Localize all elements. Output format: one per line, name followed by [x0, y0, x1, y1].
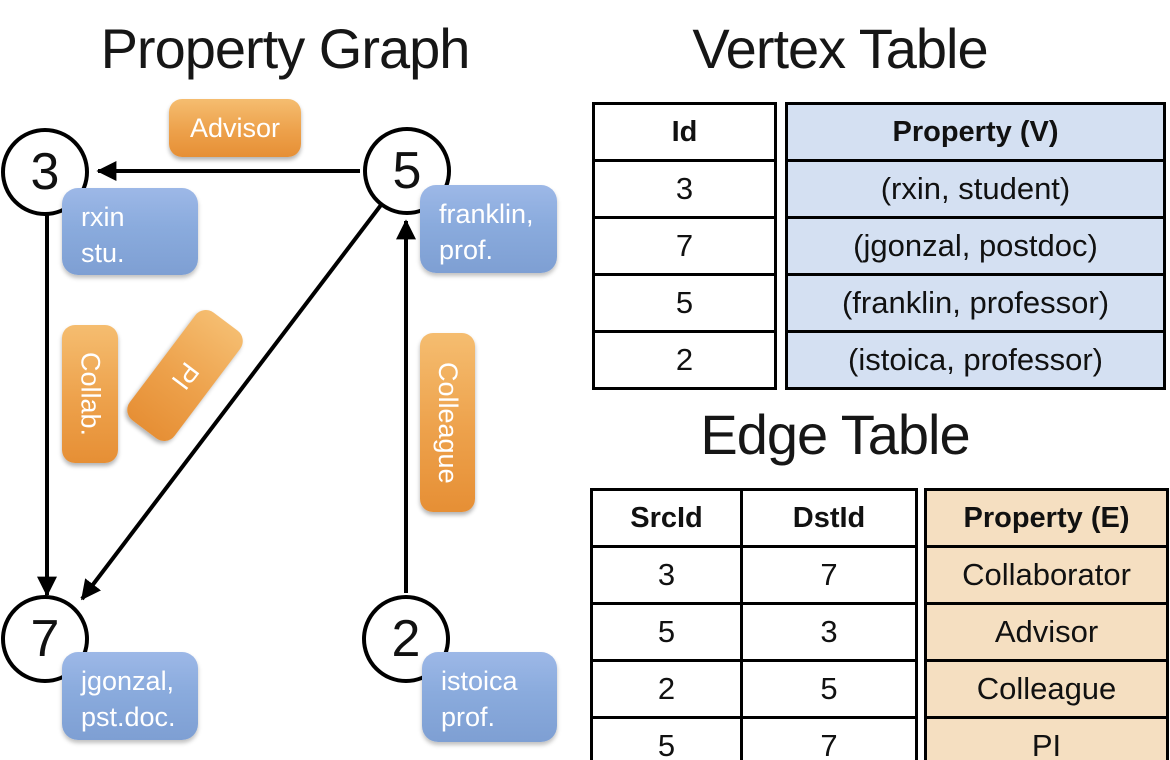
edge-table-header-dstid: DstId	[740, 488, 918, 548]
edge-table-srcid-cell: 2	[590, 659, 743, 719]
vertex-property-line: jgonzal,	[81, 666, 175, 696]
vertex-table-id-column: Id 3 7 5 2	[592, 102, 777, 390]
vertex-table-id-cell: 7	[592, 216, 777, 276]
vertex-id: 2	[391, 610, 421, 668]
edge-table-dstid-cell: 3	[740, 602, 918, 662]
edge-table-srcid-cell: 5	[590, 602, 743, 662]
edge-table-id-columns: SrcId DstId 3 7 5 3 2 5 5 7	[590, 488, 918, 760]
vertex-property-line: stu.	[81, 237, 125, 268]
vertex-property-box-5: franklin, prof.	[420, 185, 557, 273]
vertex-table-property-cell: (istoica, professor)	[785, 330, 1166, 390]
vertex-table-property-cell: (franklin, professor)	[785, 273, 1166, 333]
vertex-table-header-id: Id	[592, 102, 777, 162]
edge-table-srcid-cell: 3	[590, 545, 743, 605]
edge-table-title: Edge Table	[700, 403, 970, 466]
vertex-table-property-cell: (rxin, student)	[785, 159, 1166, 219]
edge-table-dstid-cell: 7	[740, 545, 918, 605]
edge-table-property-cell: PI	[924, 716, 1169, 760]
vertex-property-line: prof.	[439, 234, 494, 265]
edge-table-property-column: Property (E) Collaborator Advisor Collea…	[924, 488, 1169, 760]
edge-table-dstid-cell: 7	[740, 716, 918, 760]
vertex-property-box-2: istoica prof.	[422, 652, 557, 742]
vertex-table-id-cell: 2	[592, 330, 777, 390]
vertex-id: 3	[30, 143, 60, 201]
edge-table-property-cell: Collaborator	[924, 545, 1169, 605]
vertex-id: 5	[392, 142, 422, 200]
vertex-property-line: prof.	[441, 701, 496, 732]
edge-label-advisor: Advisor	[169, 99, 301, 157]
vertex-circle-5: 5	[363, 127, 451, 215]
vertex-id: 7	[30, 610, 60, 668]
vertex-table-property-cell: (jgonzal, postdoc)	[785, 216, 1166, 276]
edge-table-header-property: Property (E)	[924, 488, 1169, 548]
edge-arrow-5-to-7	[80, 203, 383, 601]
vertex-property-line: franklin,	[439, 199, 534, 229]
edge-table-dstid-cell: 5	[740, 659, 918, 719]
edge-table-header-srcid: SrcId	[590, 488, 743, 548]
vertex-property-box-7: jgonzal, pst.doc.	[62, 652, 198, 740]
vertex-property-box-3: rxin stu.	[62, 188, 198, 275]
vertex-table-id-cell: 3	[592, 159, 777, 219]
edge-label-collab: Collab.	[62, 325, 118, 463]
vertex-table: Id 3 7 5 2 Property (V) (rxin, student) …	[592, 102, 1166, 390]
edge-table: SrcId DstId 3 7 5 3 2 5 5 7 Property (E)…	[590, 488, 1169, 760]
vertex-table-id-cell: 5	[592, 273, 777, 333]
edge-arrows-layer	[37, 161, 416, 601]
vertex-table-header-property: Property (V)	[785, 102, 1166, 162]
property-graph-title: Property Graph	[100, 17, 471, 80]
edge-table-property-cell: Advisor	[924, 602, 1169, 662]
edge-table-srcid-cell: 5	[590, 716, 743, 760]
vertex-circle-2: 2	[362, 595, 450, 683]
edge-label-colleague: Colleague	[420, 333, 475, 512]
vertex-table-title: Vertex Table	[692, 17, 988, 80]
vertex-table-property-column: Property (V) (rxin, student) (jgonzal, p…	[785, 102, 1166, 390]
vertex-property-line: istoica	[441, 666, 518, 696]
edge-table-property-cell: Colleague	[924, 659, 1169, 719]
vertex-property-line: rxin	[81, 202, 125, 232]
vertex-property-line: pst.doc.	[81, 701, 176, 732]
